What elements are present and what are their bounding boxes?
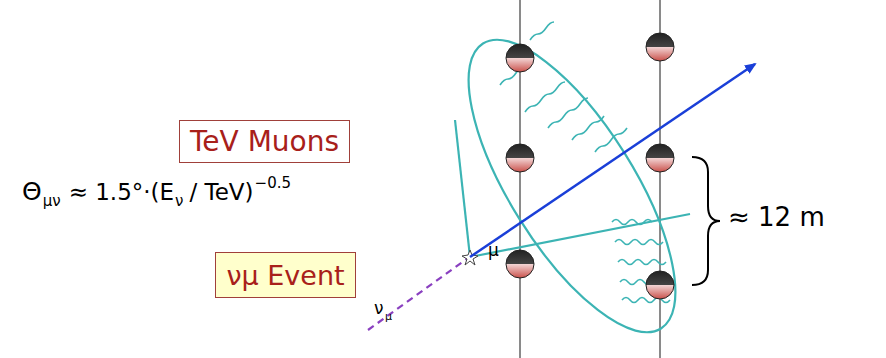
cherenkov-cone	[430, 11, 713, 358]
formula-superscript: −0.5	[255, 174, 291, 192]
formula-subscript: μν	[43, 192, 61, 210]
particle-label: ν	[374, 300, 384, 317]
distance-brace	[692, 157, 720, 285]
formula-text: ≈ 1.5°·(E	[69, 179, 174, 205]
neutrino-track	[368, 258, 468, 330]
distance-label: ≈ 12 m	[728, 204, 825, 230]
box-text: νμ Event	[226, 260, 344, 291]
muon-track	[470, 64, 755, 257]
event-box: νμ Event	[215, 252, 356, 298]
photon-wave	[500, 22, 627, 152]
formula-subscript: ν	[175, 192, 183, 210]
optical-module	[506, 33, 674, 299]
particle-subscript: μ	[385, 311, 392, 322]
formula: Θμν ≈ 1.5°·(Eν / TeV)−0.5	[22, 174, 291, 210]
label-box: TeV Muons	[179, 120, 350, 163]
particle-label: μ	[488, 242, 499, 259]
formula-text: / TeV)	[190, 179, 254, 205]
formula-symbol: Θ	[22, 177, 42, 206]
box-text: TeV Muons	[190, 125, 339, 158]
